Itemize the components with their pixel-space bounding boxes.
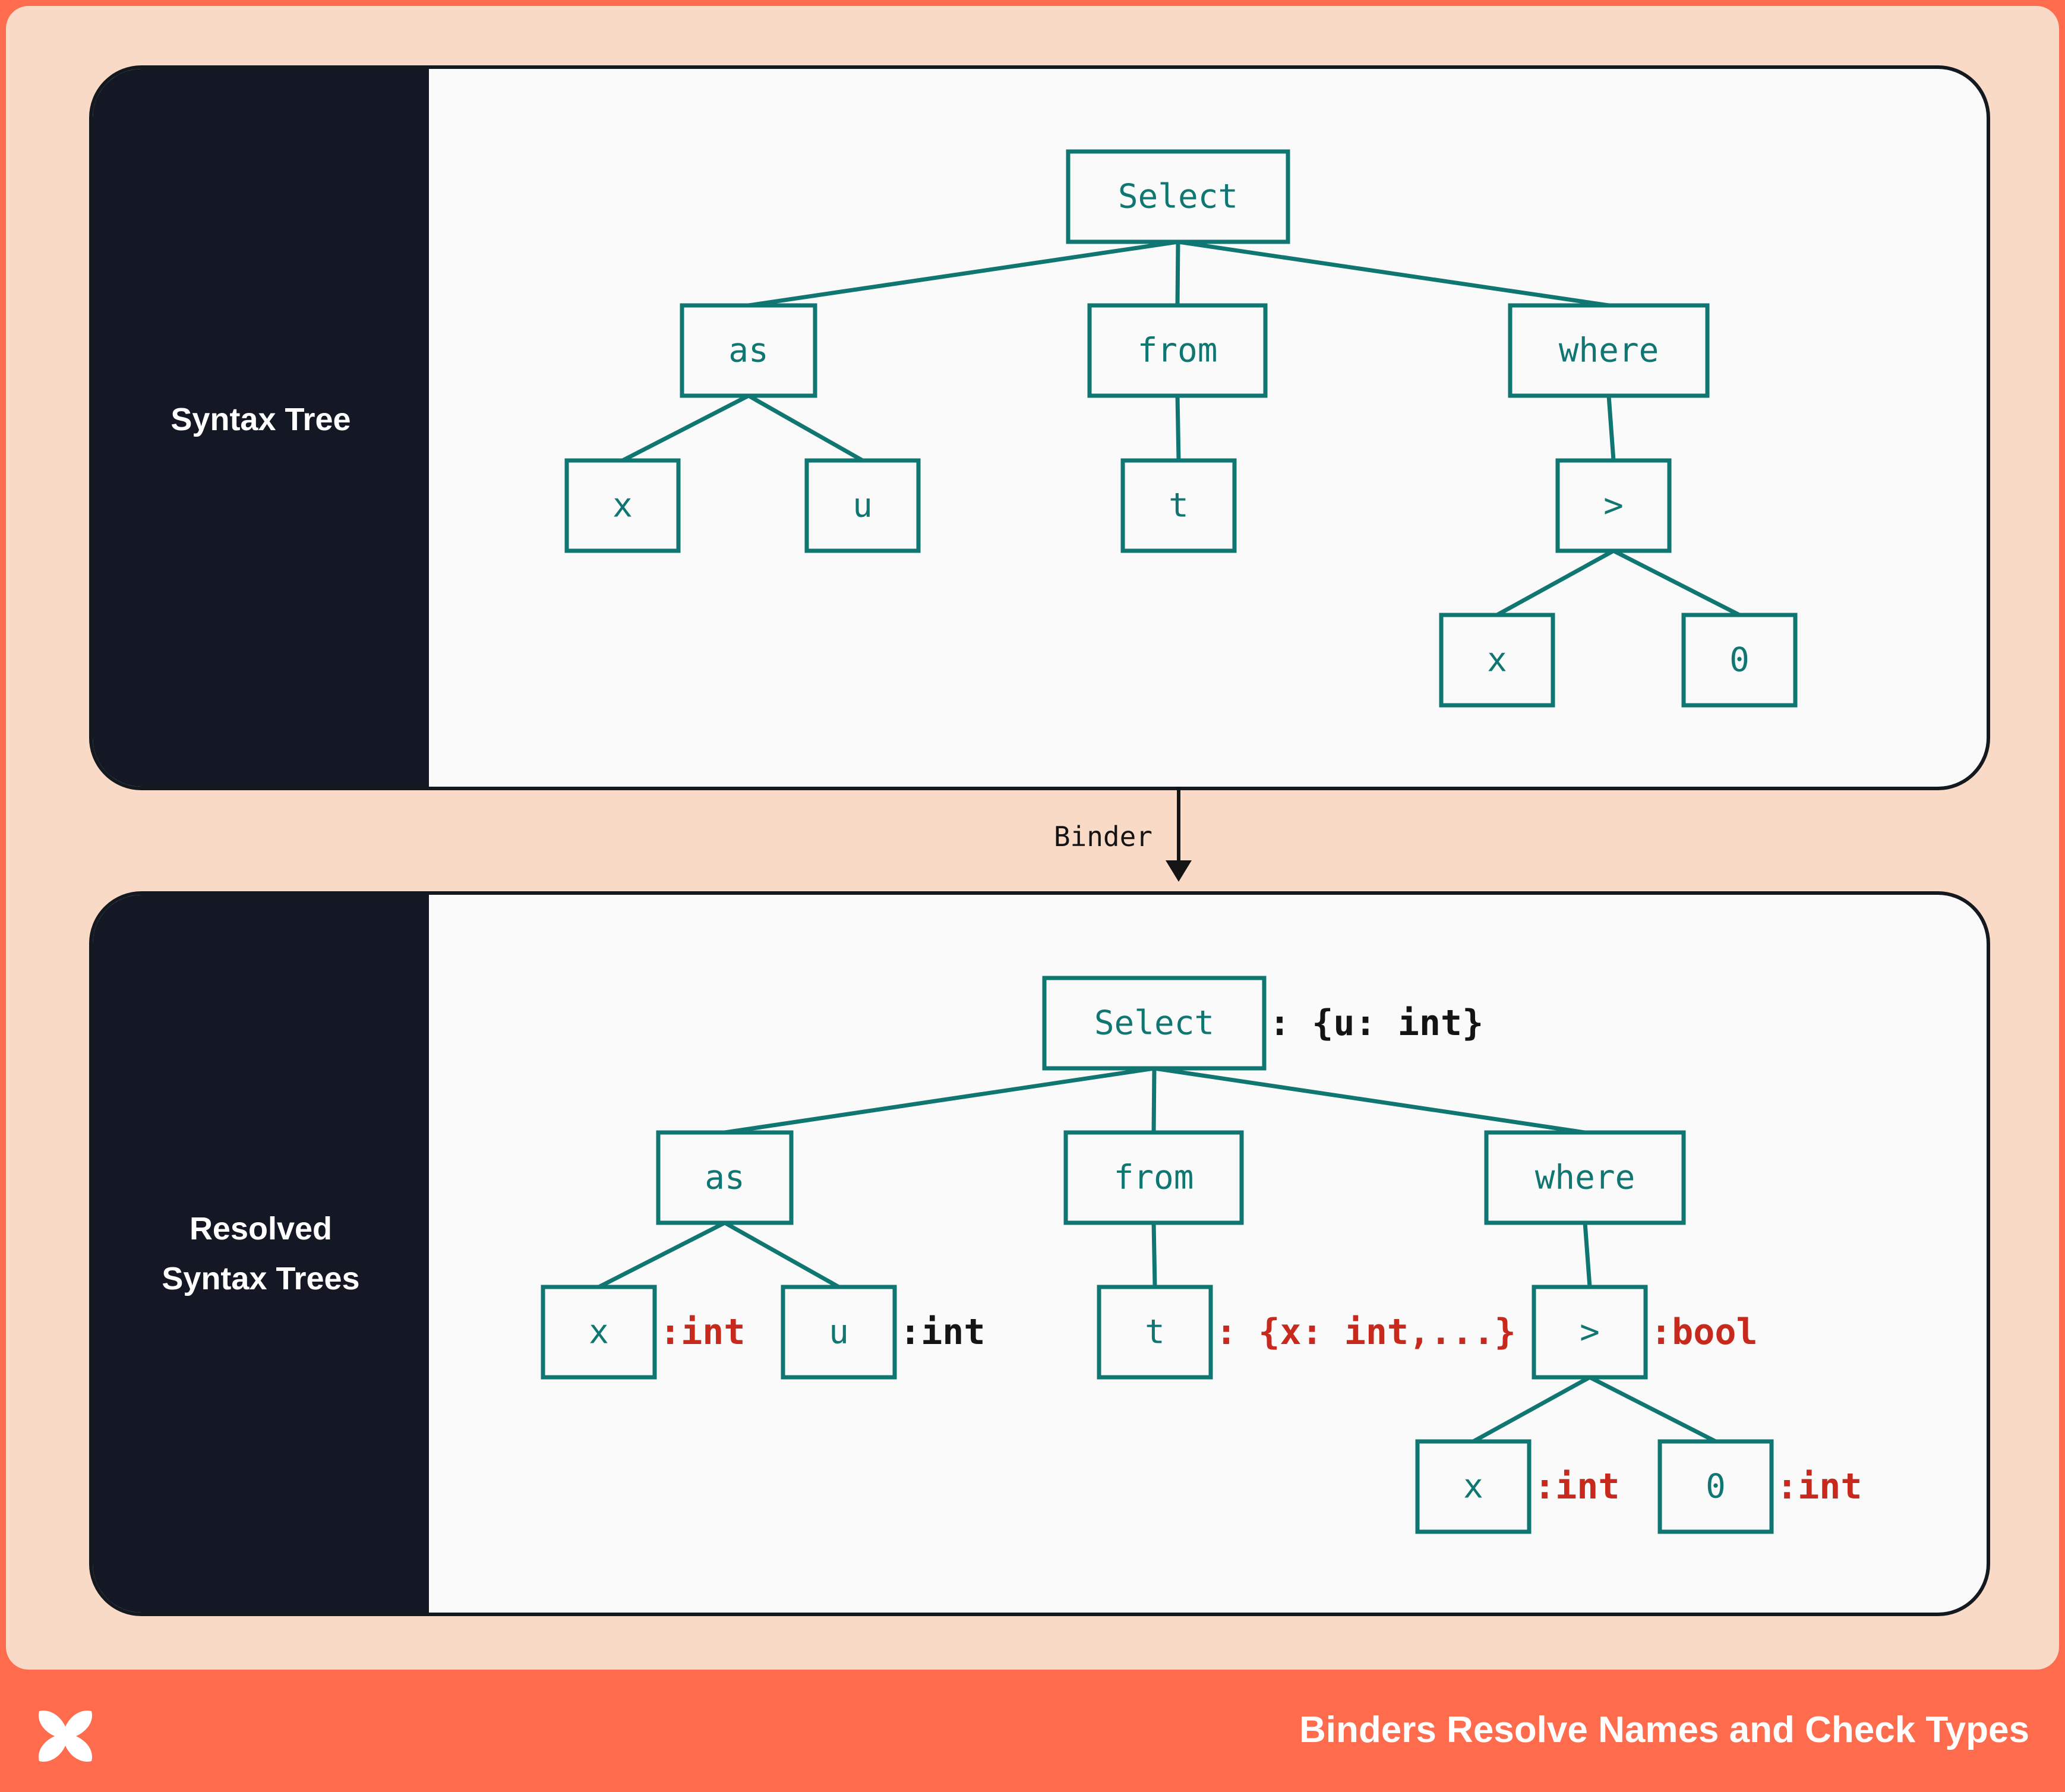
resolved-tree-sidebar: Resolved Syntax Trees (93, 895, 429, 1613)
footer-title: Binders Resolve Names and Check Types (1299, 1709, 2029, 1750)
x-logo-icon (39, 1711, 92, 1762)
resolved-tree-panel: Resolved Syntax Trees (89, 891, 1990, 1616)
syntax-tree-label: Syntax Tree (170, 402, 351, 437)
diagram-canvas: Syntax Tree Resolved Syntax Trees (6, 6, 2059, 1670)
resolved-tree-label: Resolved Syntax Trees (162, 1211, 360, 1296)
footer-bar: Binders Resolve Names and Check Types (0, 1670, 2065, 1792)
syntax-tree-panel: Syntax Tree (89, 65, 1990, 790)
syntax-tree-sidebar: Syntax Tree (93, 69, 429, 787)
